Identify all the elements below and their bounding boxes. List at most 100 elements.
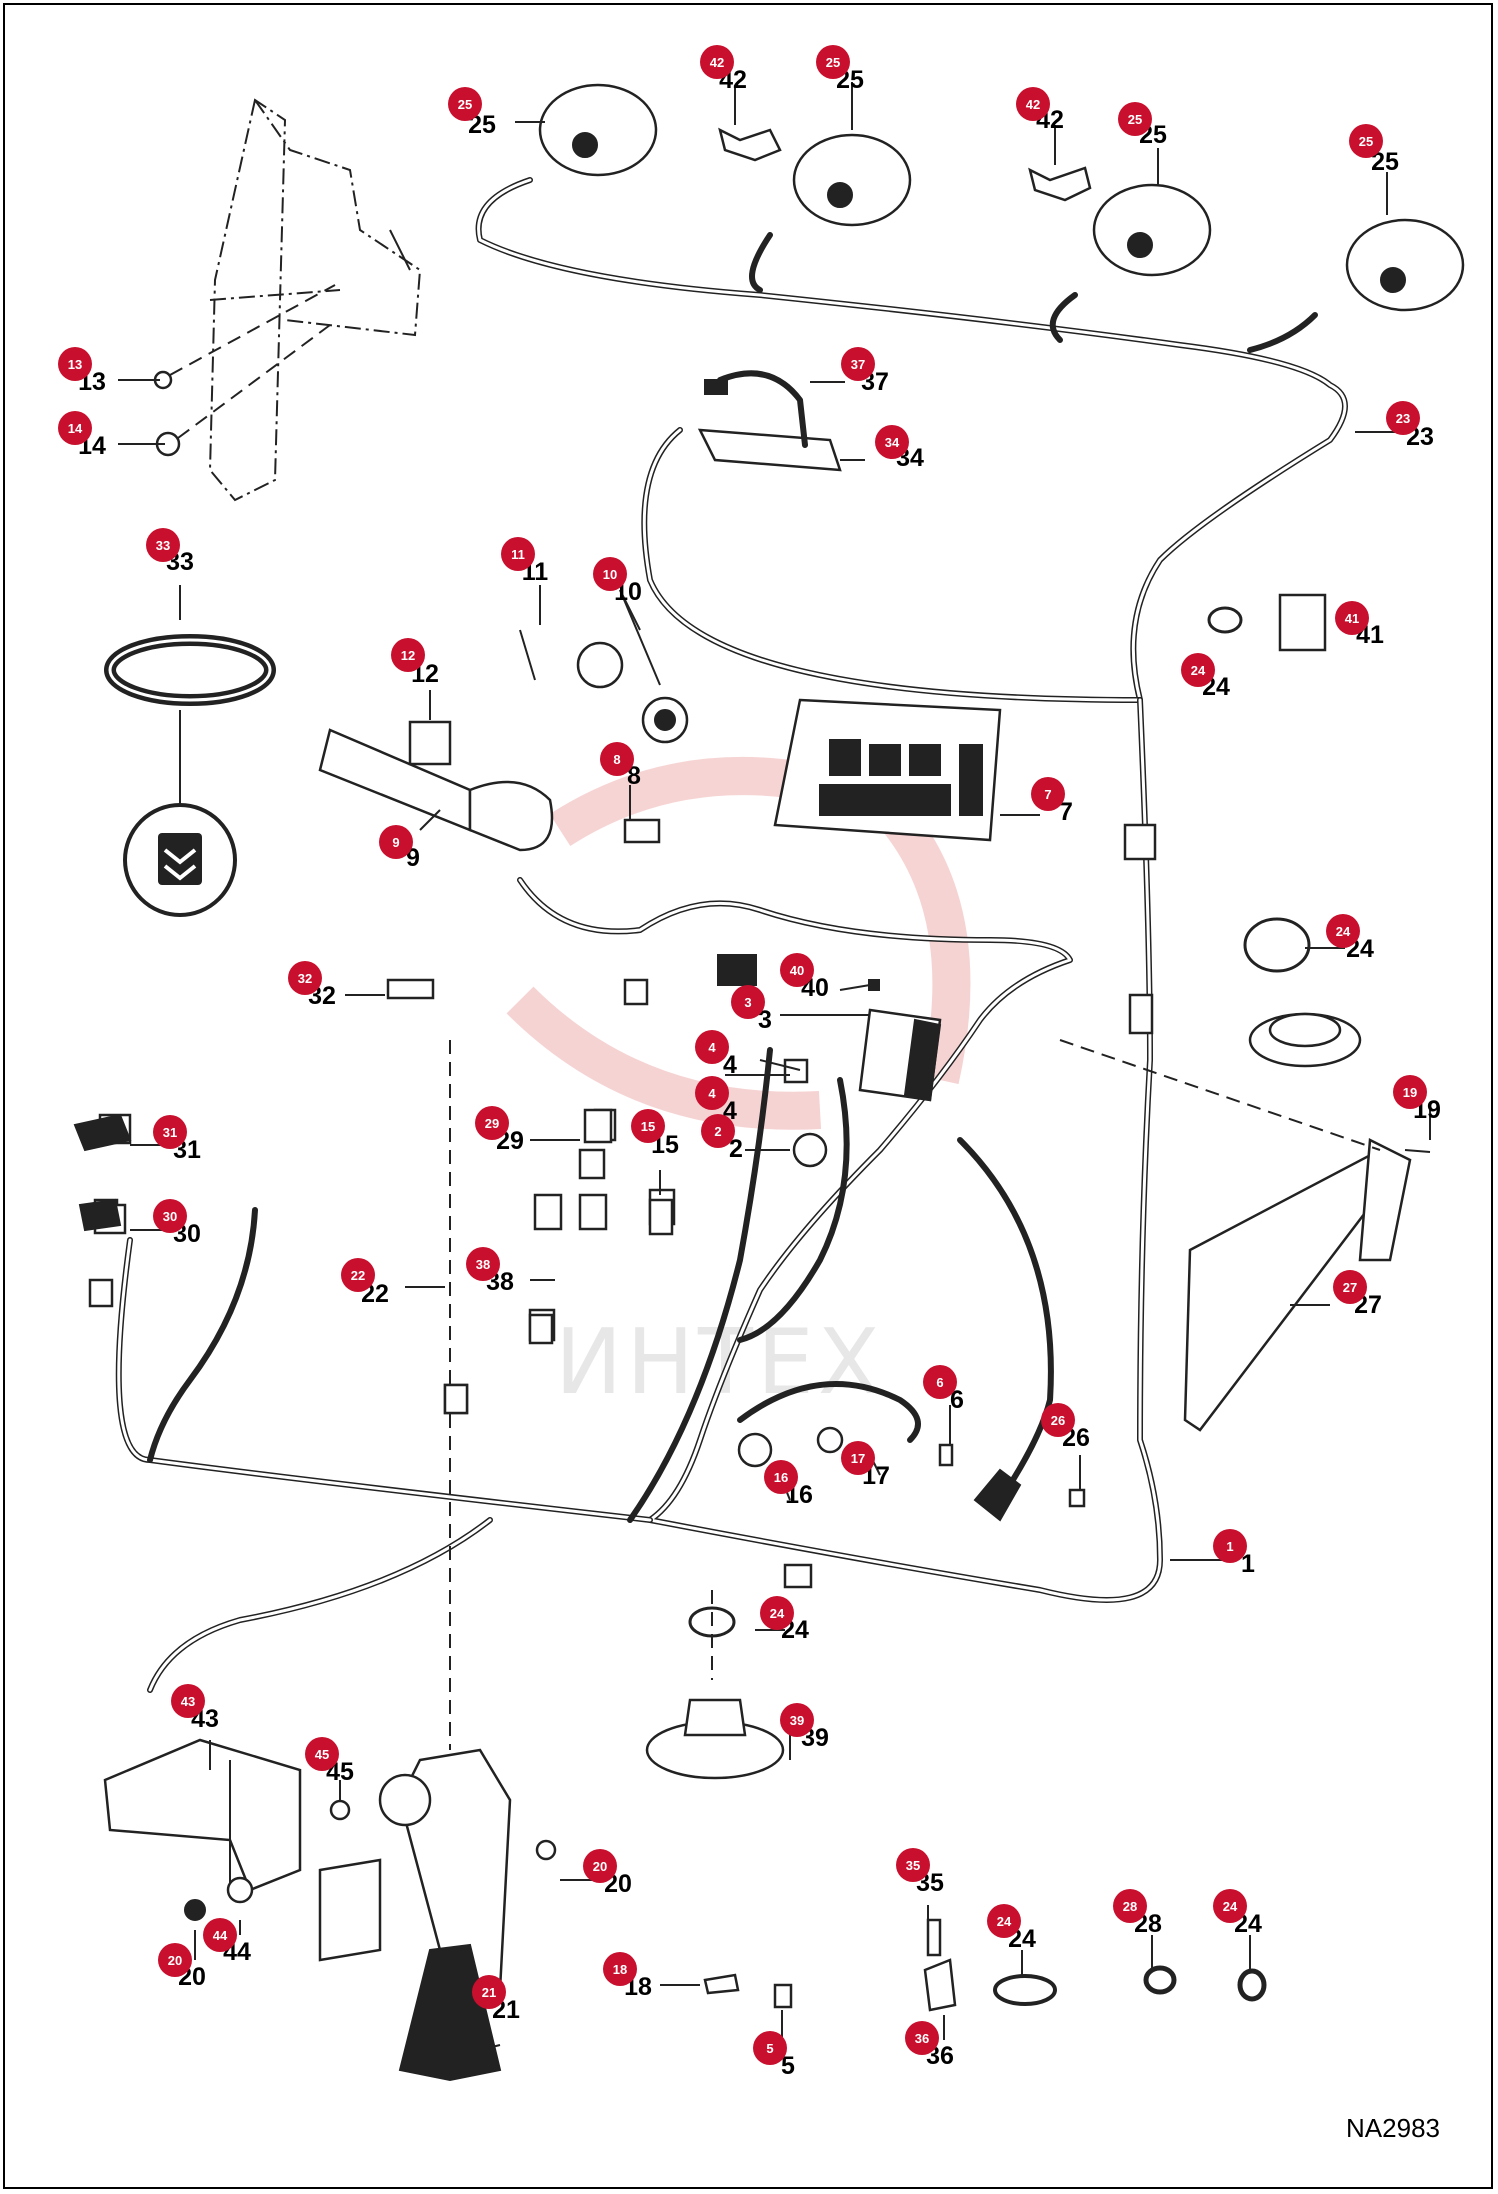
callout-badge: [472, 1975, 506, 2009]
callout-badge-number: 16: [774, 1470, 788, 1485]
bracket-42: [718, 127, 1092, 202]
callout-4: 44: [695, 1030, 737, 1079]
callout-badge-number: 4: [708, 1040, 716, 1055]
grommet-boot-24: [1207, 593, 1362, 1068]
callout-badge: [1118, 102, 1152, 136]
shield-43: [103, 1738, 557, 1921]
callout-badge-number: 2: [714, 1124, 721, 1139]
callout-badge: [760, 1596, 794, 1630]
callout-badge-number: 24: [997, 1914, 1012, 1929]
callout-badge: [841, 347, 875, 381]
hose-33: [104, 634, 276, 706]
callout-badge: [203, 1918, 237, 1952]
callout-badge: [171, 1684, 205, 1718]
callout-badge: [987, 1904, 1021, 1938]
callout-badge-number: 41: [1345, 611, 1359, 626]
small-hardware: [703, 1426, 1267, 2012]
callout-badge-number: 35: [906, 1858, 920, 1873]
callout-badge: [780, 1703, 814, 1737]
work-light-harness-23: [475, 177, 1348, 703]
callout-badge-number: 26: [1051, 1413, 1065, 1428]
callout-badge-number: 13: [68, 357, 82, 372]
callout-badge-number: 30: [163, 1209, 177, 1224]
callout-badge: [731, 985, 765, 1019]
drawing-code: NA2983: [1346, 2113, 1440, 2143]
callout-badge-number: 21: [482, 1985, 496, 2000]
callout-badge: [153, 1199, 187, 1233]
callout-badge-number: 38: [476, 1257, 490, 1272]
callout-badge-number: 4: [708, 1086, 716, 1101]
callout-badge: [1031, 777, 1065, 811]
callout-badge: [305, 1737, 339, 1771]
main-harness-1: [115, 697, 1163, 1693]
callout-part-number: 1: [1241, 1550, 1255, 1578]
callout-badge: [379, 825, 413, 859]
callout-badge: [753, 2031, 787, 2065]
callout-badge: [1113, 1889, 1147, 1923]
callout-badge: [1213, 1889, 1247, 1923]
callout-badge-number: 44: [213, 1928, 228, 1943]
callout-badge: [1181, 653, 1215, 687]
callout-badge: [1349, 124, 1383, 158]
callout-badge: [631, 1109, 665, 1143]
callout-badge-number: 39: [790, 1713, 804, 1728]
callout-badge-number: 9: [392, 835, 399, 850]
callout-badge-number: 28: [1123, 1899, 1137, 1914]
callout-part-number: 5: [781, 2052, 795, 2080]
callout-leaders: [118, 82, 1431, 2051]
callout-badge-number: 42: [1026, 97, 1040, 112]
callout-1: 11: [1213, 1529, 1255, 1578]
callout-badge-number: 25: [458, 97, 472, 112]
callout-badge-number: 24: [1223, 1899, 1238, 1914]
callout-badge: [780, 953, 814, 987]
callout-badge-number: 33: [156, 538, 170, 553]
callout-badge-number: 19: [1403, 1085, 1417, 1100]
callout-2: 22: [701, 1114, 743, 1163]
callout-badge-number: 24: [770, 1606, 785, 1621]
callout-part-number: 6: [950, 1386, 964, 1414]
callout-part-number: 2: [729, 1135, 743, 1163]
callout-badge-number: 14: [68, 421, 83, 436]
bracket-27: [1059, 1039, 1431, 1432]
callout-badge-number: 23: [1396, 411, 1410, 426]
callout-badge: [1016, 87, 1050, 121]
callout-badge-number: 25: [826, 55, 840, 70]
callout-part-number: 4: [723, 1051, 737, 1079]
callout-badge: [341, 1258, 375, 1292]
callout-9: 99: [379, 825, 420, 872]
callout-badge: [1335, 601, 1369, 635]
callout-badge: [501, 537, 535, 571]
misc-switches-and-relays: [73, 954, 880, 1415]
callout-badge: [475, 1106, 509, 1140]
callout-badge: [448, 87, 482, 121]
callout-badge: [701, 1114, 735, 1148]
callout-badge-number: 24: [1336, 924, 1351, 939]
callout-badge: [1213, 1529, 1247, 1563]
